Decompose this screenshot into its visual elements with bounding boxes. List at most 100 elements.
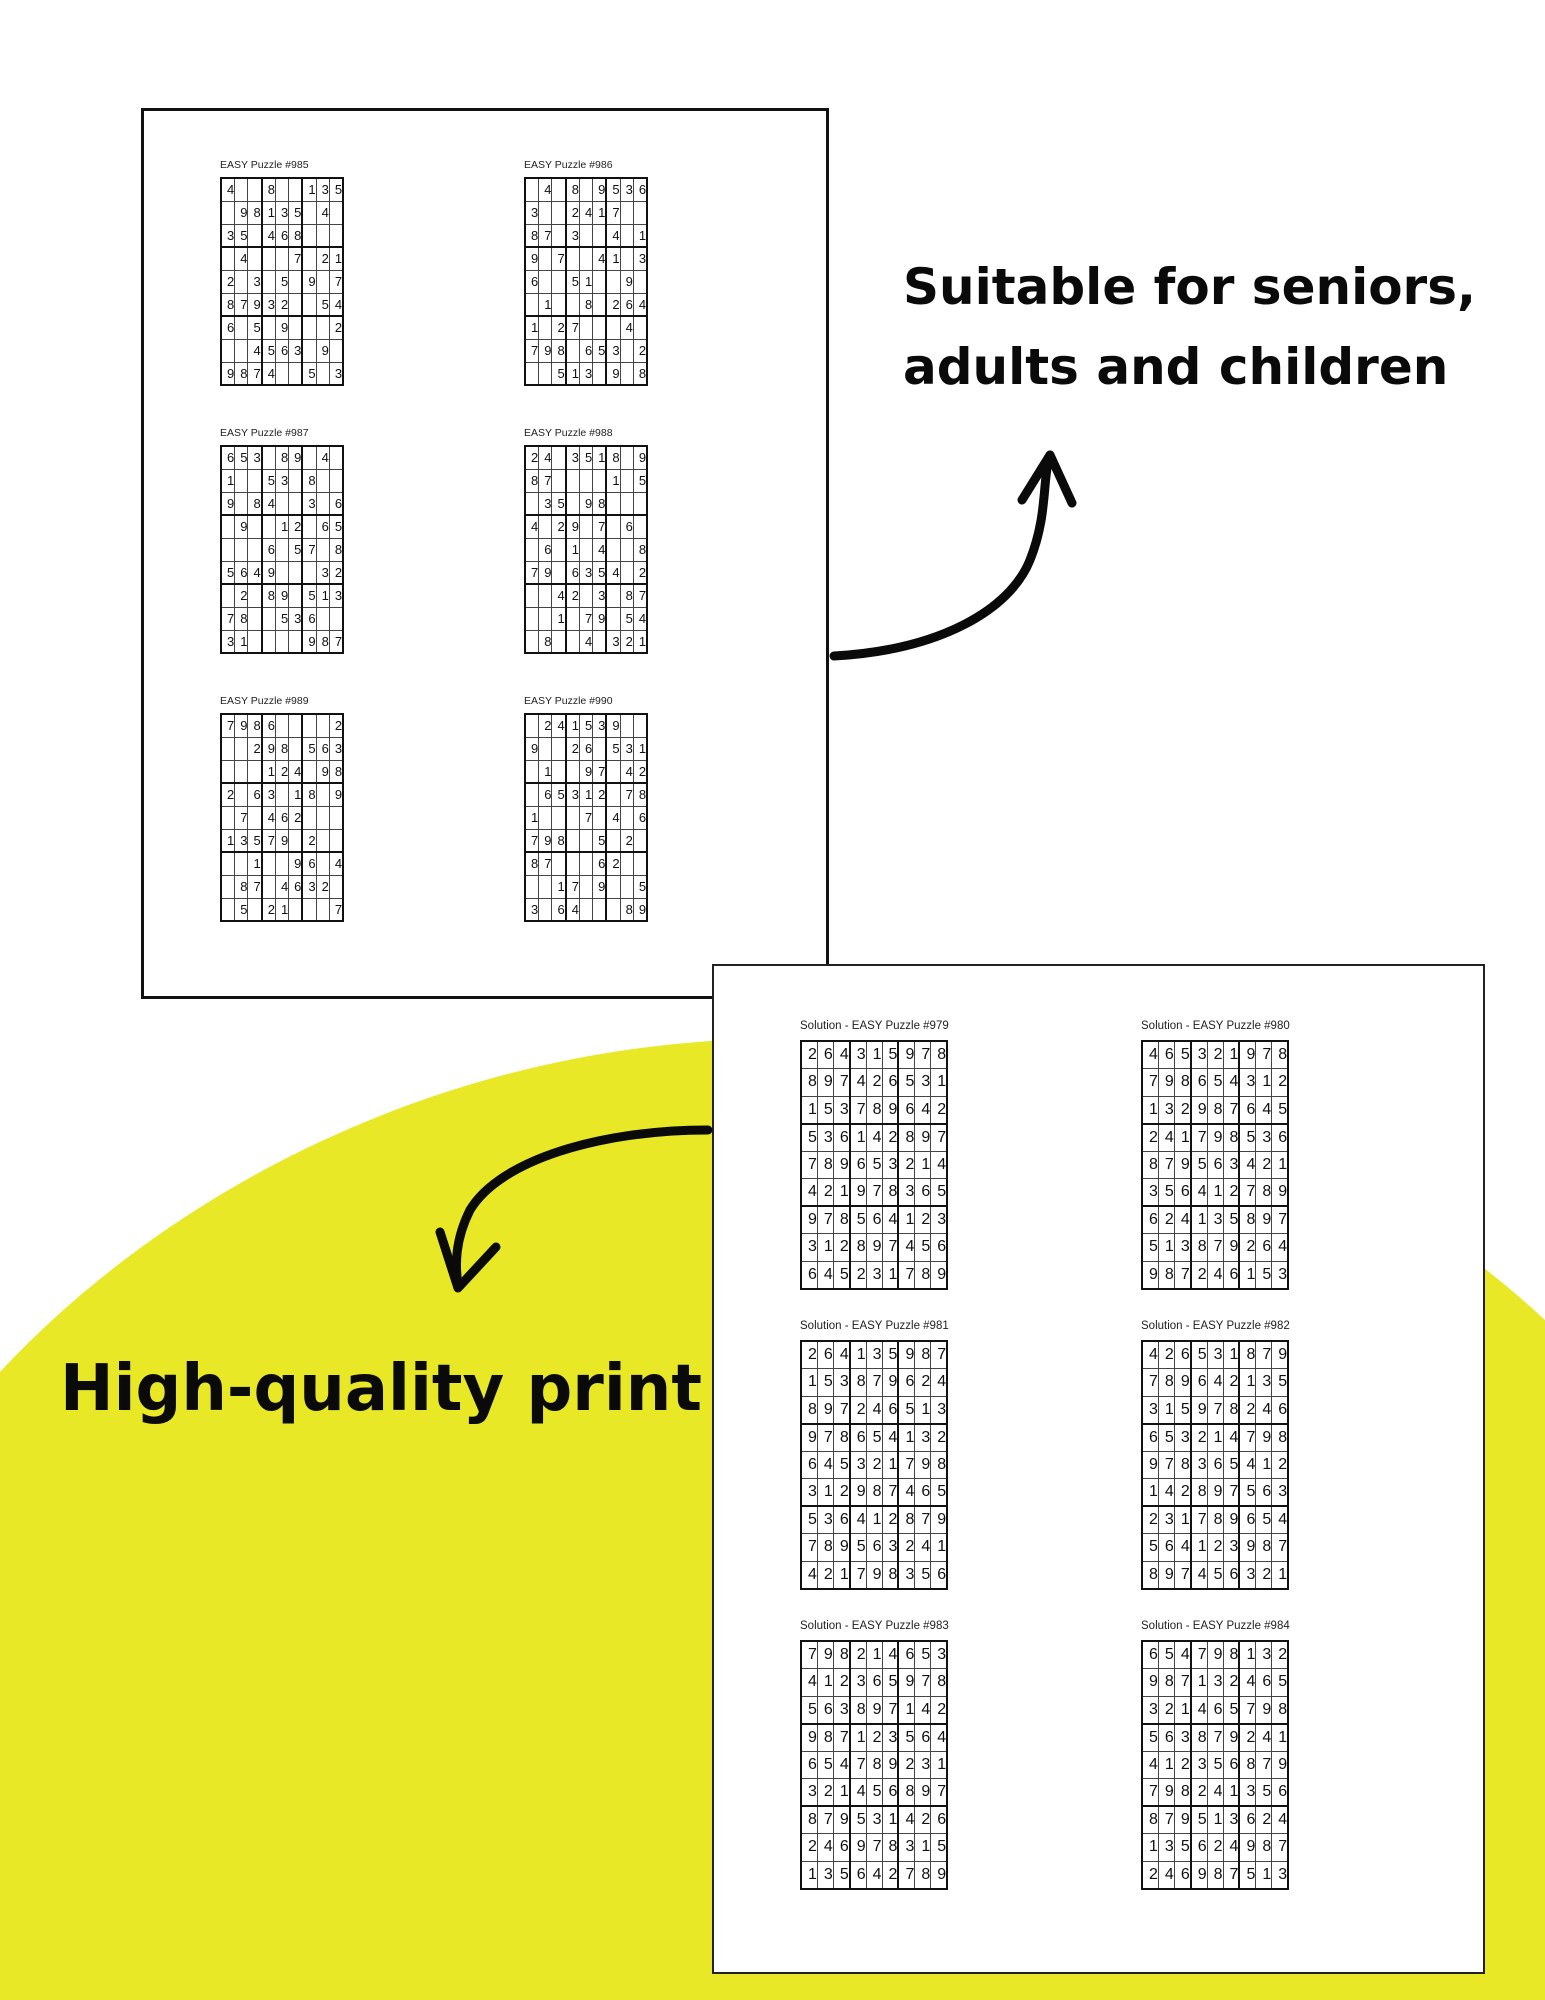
grid-cell: 8: [1271, 1695, 1289, 1724]
grid-cell: 9: [930, 1260, 948, 1289]
grid-cell: [538, 805, 553, 830]
grid-cell: 4: [897, 1233, 916, 1262]
grid-cell: 2: [800, 1040, 818, 1069]
grid-cell: 8: [551, 828, 567, 853]
grid-cell: 1: [315, 583, 330, 608]
grid-cell: 6: [1238, 1805, 1257, 1834]
grid-cell: 6: [578, 736, 594, 761]
grid-cell: 9: [605, 361, 621, 386]
grid-cell: 7: [881, 1695, 899, 1724]
grid-cell: [524, 583, 540, 608]
grid-cell: 2: [1157, 1205, 1175, 1234]
grid-cell: 9: [1271, 1340, 1289, 1369]
grid-cell: 2: [914, 1368, 932, 1397]
grid-cell: [220, 338, 236, 363]
grid-cell: 1: [816, 1478, 834, 1507]
grid-cell: [315, 223, 330, 248]
grid-cell: 2: [328, 560, 344, 585]
grid-cell: 8: [578, 292, 594, 317]
grid-cell: 6: [816, 1040, 834, 1069]
grid-cell: 5: [881, 1040, 899, 1069]
grid-cell: 8: [881, 1833, 899, 1862]
grid-cell: 8: [260, 177, 276, 202]
grid-cell: 8: [1255, 1833, 1273, 1862]
grid-cell: 8: [1141, 1560, 1159, 1589]
grid-cell: 9: [632, 897, 648, 922]
grid-cell: 7: [619, 782, 634, 807]
grid-cell: 7: [1222, 1860, 1240, 1889]
grid-cell: 1: [551, 606, 567, 631]
grid-cell: 3: [605, 629, 621, 654]
grid-cell: 4: [1271, 1233, 1289, 1262]
grid-cell: [551, 851, 567, 876]
grid-cell: [315, 782, 330, 807]
grid-cell: 6: [1157, 1722, 1175, 1752]
grid-cell: 5: [1189, 1340, 1208, 1369]
grid-cell: [315, 606, 330, 631]
grid-cell: 2: [1157, 1695, 1175, 1724]
grid-cell: 7: [578, 805, 594, 830]
grid-cell: 3: [832, 1695, 851, 1724]
grid-cell: 6: [274, 805, 290, 830]
grid-cell: 2: [1173, 1478, 1192, 1507]
grid-cell: [619, 805, 634, 830]
grid-cell: 9: [1206, 1478, 1224, 1507]
grid-cell: 6: [288, 874, 303, 899]
grid-cell: [605, 606, 621, 631]
grid-cell: [619, 560, 634, 585]
grid-cell: 8: [234, 606, 249, 631]
grid-cell: 5: [1206, 1750, 1224, 1779]
grid-cell: 3: [1222, 1150, 1240, 1179]
grid-cell: 9: [848, 1833, 867, 1862]
grid-cell: 5: [848, 1805, 867, 1834]
grid-cell: 2: [605, 292, 621, 317]
grid-cell: 4: [1206, 1778, 1224, 1807]
grid-cell: [274, 537, 290, 562]
grid-cell: [564, 468, 580, 493]
grid-cell: 9: [865, 1233, 883, 1262]
grid-cell: 6: [1271, 1395, 1289, 1424]
grid-cell: 7: [328, 269, 344, 294]
grid-cell: 1: [865, 1640, 883, 1669]
grid-cell: 9: [288, 445, 303, 470]
grid-cell: [260, 606, 276, 631]
grid-cell: 1: [1189, 1668, 1208, 1697]
grid-cell: 9: [881, 1095, 899, 1124]
grid-cell: 7: [578, 606, 594, 631]
grid-cell: 7: [1271, 1533, 1289, 1562]
grid-cell: 4: [881, 1205, 899, 1234]
grid-cell: 3: [930, 1640, 948, 1669]
grid-cell: 2: [1238, 1722, 1257, 1752]
grid-cell: [538, 269, 553, 294]
grid-cell: 4: [247, 338, 263, 363]
grid-cell: 1: [1157, 1750, 1175, 1779]
grid-cell: [247, 629, 263, 654]
grid-cell: 4: [800, 1560, 818, 1589]
grid-cell: 1: [865, 1040, 883, 1069]
grid-cell: [234, 537, 249, 562]
grid-cell: 5: [1206, 1068, 1224, 1097]
grid-cell: 3: [800, 1233, 818, 1262]
grid-cell: 6: [800, 1450, 818, 1479]
grid-cell: [605, 514, 621, 539]
grid-cell: 8: [619, 897, 634, 922]
grid-cell: [564, 851, 580, 876]
grid-cell: 2: [848, 1395, 867, 1424]
grid-cell: 3: [1255, 1640, 1273, 1669]
grid-cell: [551, 292, 567, 317]
grid-row: 1 7 4 6: [524, 805, 648, 830]
grid-cell: 6: [328, 491, 344, 516]
grid-cell: 3: [315, 177, 330, 202]
grid-cell: 4: [1189, 1178, 1208, 1207]
